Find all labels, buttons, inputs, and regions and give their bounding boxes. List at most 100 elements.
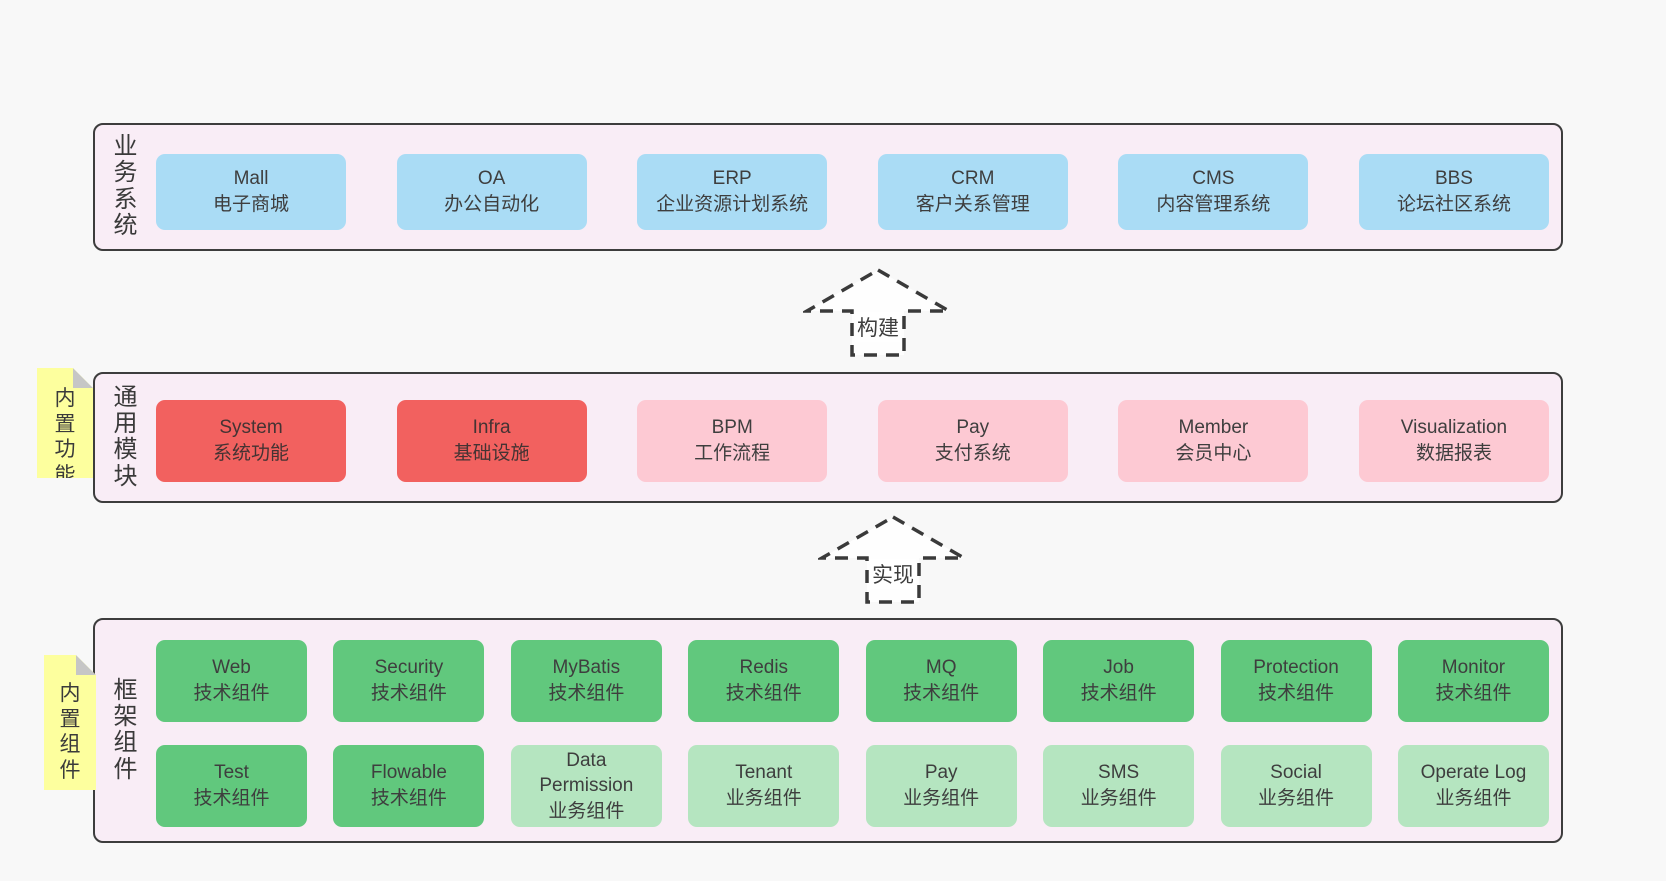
node-subtitle: 系统功能 xyxy=(212,443,289,464)
arrow-implement-label: 实现 xyxy=(870,559,916,589)
node-flowable: Flowable 技术组件 xyxy=(333,745,485,827)
node-test: Test 技术组件 xyxy=(156,745,307,827)
node-subtitle: 技术组件 xyxy=(193,788,270,809)
node-title: Protection xyxy=(1253,657,1339,679)
node-title: BBS xyxy=(1434,168,1473,190)
node-subtitle: 内容管理系统 xyxy=(1156,194,1271,215)
node-title: Operate Log xyxy=(1420,762,1527,784)
sticky-note-built-in-features: 内置功能 xyxy=(37,368,93,478)
node-redis: Redis 技术组件 xyxy=(688,640,840,722)
sticky-label: 内置组件 xyxy=(59,682,81,782)
node-title: Infra xyxy=(472,417,511,439)
node-title: Member xyxy=(1178,417,1249,439)
node-operate-log: Operate Log 业务组件 xyxy=(1397,745,1549,827)
node-subtitle: 业务组件 xyxy=(548,800,625,822)
node-title: ERP xyxy=(712,168,752,190)
business-row: Mall 电子商城 OA 办公自动化 ERP 企业资源计划系统 CRM 客户关系… xyxy=(156,154,1549,230)
node-title: Visualization xyxy=(1400,417,1508,439)
panel-modules-label: 通用模块 xyxy=(113,383,138,490)
node-title: Flowable xyxy=(370,762,447,784)
node-subtitle: 企业资源计划系统 xyxy=(656,194,809,215)
node-subtitle: 业务组件 xyxy=(1080,788,1157,809)
node-title: SMS xyxy=(1098,762,1140,784)
node-mq: MQ 技术组件 xyxy=(865,640,1017,722)
node-subtitle: 技术组件 xyxy=(1080,683,1157,704)
panel-framework-components: 框架组件 Web 技术组件 Security 技术组件 MyBatis 技术组件… xyxy=(93,618,1563,843)
node-bpm: BPM 工作流程 xyxy=(637,400,828,482)
panel-common-modules: 通用模块 System 系统功能 Infra 基础设施 BPM 工作流程 Pay… xyxy=(93,372,1563,503)
node-social: Social 业务组件 xyxy=(1220,745,1372,827)
node-title: Social xyxy=(1270,762,1322,784)
node-subtitle: 业务组件 xyxy=(725,788,802,809)
panel-components-label: 框架组件 xyxy=(113,676,138,783)
modules-row: System 系统功能 Infra 基础设施 BPM 工作流程 Pay 支付系统… xyxy=(156,400,1549,482)
node-subtitle: 技术组件 xyxy=(370,788,447,809)
arrow-build: 构建 xyxy=(803,266,953,359)
folded-corner-icon xyxy=(73,368,93,388)
node-title: Redis xyxy=(739,657,789,679)
node-infra: Infra 基础设施 xyxy=(396,400,587,482)
node-subtitle: 办公自动化 xyxy=(444,194,540,215)
node-title: Job xyxy=(1103,657,1134,679)
node-tenant: Tenant 业务组件 xyxy=(688,745,840,827)
node-title: BPM xyxy=(711,417,753,439)
arrow-build-label: 构建 xyxy=(855,312,901,342)
components-row-2: Test 技术组件 Flowable 技术组件 Data Permission … xyxy=(156,745,1549,827)
node-member: Member 会员中心 xyxy=(1118,400,1309,482)
node-title: Pay xyxy=(924,762,958,784)
node-title: OA xyxy=(477,168,506,190)
node-subtitle: 技术组件 xyxy=(548,683,625,704)
node-mall: Mall 电子商城 xyxy=(156,154,346,230)
node-subtitle: 电子商城 xyxy=(212,194,289,215)
node-security: Security 技术组件 xyxy=(333,640,485,722)
node-pay-biz: Pay 业务组件 xyxy=(865,745,1017,827)
node-subtitle: 论坛社区系统 xyxy=(1396,194,1511,215)
node-visualization: Visualization 数据报表 xyxy=(1358,400,1549,482)
node-protection: Protection 技术组件 xyxy=(1220,640,1372,722)
components-row-1: Web 技术组件 Security 技术组件 MyBatis 技术组件 Redi… xyxy=(156,640,1549,722)
node-title: Pay xyxy=(956,417,990,439)
node-title: Web xyxy=(212,657,251,679)
node-system: System 系统功能 xyxy=(156,400,346,482)
node-subtitle: 数据报表 xyxy=(1415,443,1492,464)
node-title: Mall xyxy=(233,168,269,190)
node-monitor: Monitor 技术组件 xyxy=(1397,640,1549,722)
node-pay: Pay 支付系统 xyxy=(877,400,1068,482)
node-title: Security xyxy=(374,657,444,679)
node-mybatis: MyBatis 技术组件 xyxy=(510,640,662,722)
arrow-implement: 实现 xyxy=(818,513,968,606)
node-title: Test xyxy=(214,762,249,784)
node-subtitle: 技术组件 xyxy=(725,683,802,704)
node-bbs: BBS 论坛社区系统 xyxy=(1358,154,1549,230)
node-title: Tenant xyxy=(735,762,793,784)
node-subtitle: 工作流程 xyxy=(694,443,771,464)
node-sms: SMS 业务组件 xyxy=(1043,745,1195,827)
node-title: Data Permission xyxy=(539,749,634,797)
node-subtitle: 技术组件 xyxy=(1435,683,1512,704)
panel-business-label: 业务系统 xyxy=(113,133,138,240)
node-title: Monitor xyxy=(1441,657,1506,679)
node-subtitle: 业务组件 xyxy=(1435,788,1512,809)
node-job: Job 技术组件 xyxy=(1043,640,1195,722)
node-subtitle: 业务组件 xyxy=(903,788,980,809)
node-title: MyBatis xyxy=(552,657,621,679)
node-data-permission: Data Permission 业务组件 xyxy=(510,745,662,827)
panel-business-systems: 业务系统 Mall 电子商城 OA 办公自动化 ERP 企业资源计划系统 CRM… xyxy=(93,123,1563,251)
node-crm: CRM 客户关系管理 xyxy=(877,154,1068,230)
sticky-note-built-in-components: 内置组件 xyxy=(44,655,96,790)
node-title: CRM xyxy=(951,168,995,190)
node-title: CMS xyxy=(1192,168,1235,190)
node-oa: OA 办公自动化 xyxy=(396,154,587,230)
node-subtitle: 会员中心 xyxy=(1175,443,1252,464)
node-subtitle: 技术组件 xyxy=(903,683,980,704)
sticky-label: 内置功能 xyxy=(54,387,76,487)
node-subtitle: 基础设施 xyxy=(453,443,530,464)
node-subtitle: 支付系统 xyxy=(934,443,1011,464)
node-subtitle: 业务组件 xyxy=(1258,788,1335,809)
node-erp: ERP 企业资源计划系统 xyxy=(637,154,828,230)
node-web: Web 技术组件 xyxy=(156,640,307,722)
node-subtitle: 技术组件 xyxy=(193,683,270,704)
node-cms: CMS 内容管理系统 xyxy=(1118,154,1309,230)
node-subtitle: 客户关系管理 xyxy=(915,194,1030,215)
node-subtitle: 技术组件 xyxy=(370,683,447,704)
